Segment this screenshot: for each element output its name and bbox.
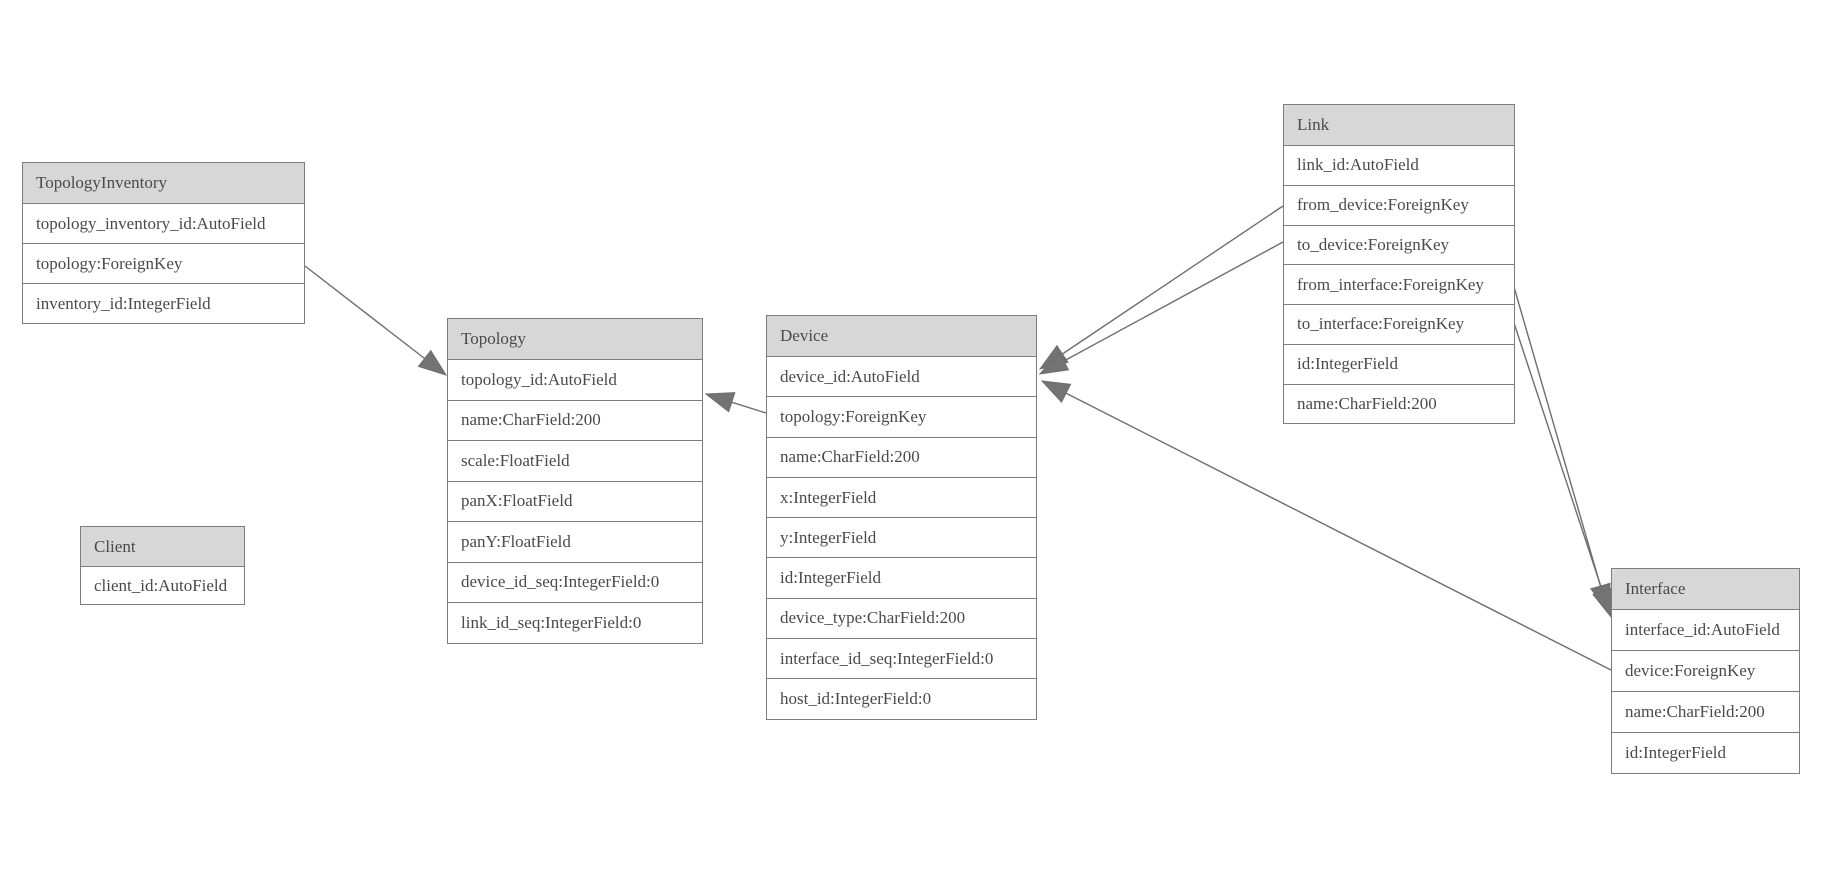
entity-field: device_id_seq:IntegerField:0 (448, 561, 702, 602)
entity-field: client_id:AutoField (81, 566, 244, 604)
entity-field: name:CharField:200 (448, 399, 702, 440)
entity-field: link_id:AutoField (1284, 145, 1514, 185)
entity-field: x:IntegerField (767, 476, 1036, 518)
entity-field: inventory_id:IntegerField (23, 283, 304, 323)
entity-field: panX:FloatField (448, 480, 702, 521)
arrowhead-topologyinventory-topology (417, 349, 448, 376)
entity-field: device_type:CharField:200 (767, 597, 1036, 639)
entity-field: from_interface:ForeignKey (1284, 264, 1514, 304)
edge-interface-device (1065, 392, 1612, 671)
entity-field: topology_inventory_id:AutoField (23, 203, 304, 243)
entity-field: name:CharField:200 (1612, 691, 1799, 732)
entity-field: topology:ForeignKey (767, 396, 1036, 437)
entity-field: id:IntegerField (1284, 343, 1514, 384)
entity-title-device: Device (767, 316, 1036, 356)
entity-field: topology_id:AutoField (448, 359, 702, 400)
edge-device-topology (731, 401, 767, 414)
entity-field: device_id:AutoField (767, 356, 1036, 397)
entity-field: interface_id_seq:IntegerField:0 (767, 638, 1036, 679)
entity-field: y:IntegerField (767, 517, 1036, 558)
entity-field: panY:FloatField (448, 521, 702, 562)
edge-link-from-interface (1513, 286, 1602, 587)
edge-link-to-device (1063, 241, 1284, 362)
arrowhead-interface-device (1040, 380, 1072, 403)
entity-title-topology: Topology (448, 319, 702, 359)
edge-link-to-interface (1513, 322, 1604, 592)
entity-title-interface: Interface (1612, 569, 1799, 609)
entity-field: scale:FloatField (448, 440, 702, 481)
arrowhead-device-topology (704, 392, 736, 413)
entity-field: host_id:IntegerField:0 (767, 678, 1036, 719)
arrowhead-link-to-device (1038, 351, 1070, 375)
edge-topologyinventory-topology (304, 265, 426, 360)
entity-field: id:IntegerField (1612, 732, 1799, 773)
entity-title-client: Client (81, 527, 244, 566)
entity-field: to_interface:ForeignKey (1284, 304, 1514, 344)
entity-field: name:CharField:200 (767, 436, 1036, 477)
entity-field: link_id_seq:IntegerField:0 (448, 602, 702, 643)
entity-field: id:IntegerField (767, 557, 1036, 598)
entity-field: device:ForeignKey (1612, 650, 1799, 691)
entity-title-link: Link (1284, 105, 1514, 145)
entity-title-topology-inventory: TopologyInventory (23, 163, 304, 203)
entity-field: interface_id:AutoField (1612, 609, 1799, 650)
edge-link-from-device (1062, 205, 1284, 355)
entity-field: to_device:ForeignKey (1284, 224, 1514, 265)
entity-field: from_device:ForeignKey (1284, 184, 1514, 225)
entity-field: topology:ForeignKey (23, 243, 304, 283)
entity-field: name:CharField:200 (1284, 383, 1514, 424)
